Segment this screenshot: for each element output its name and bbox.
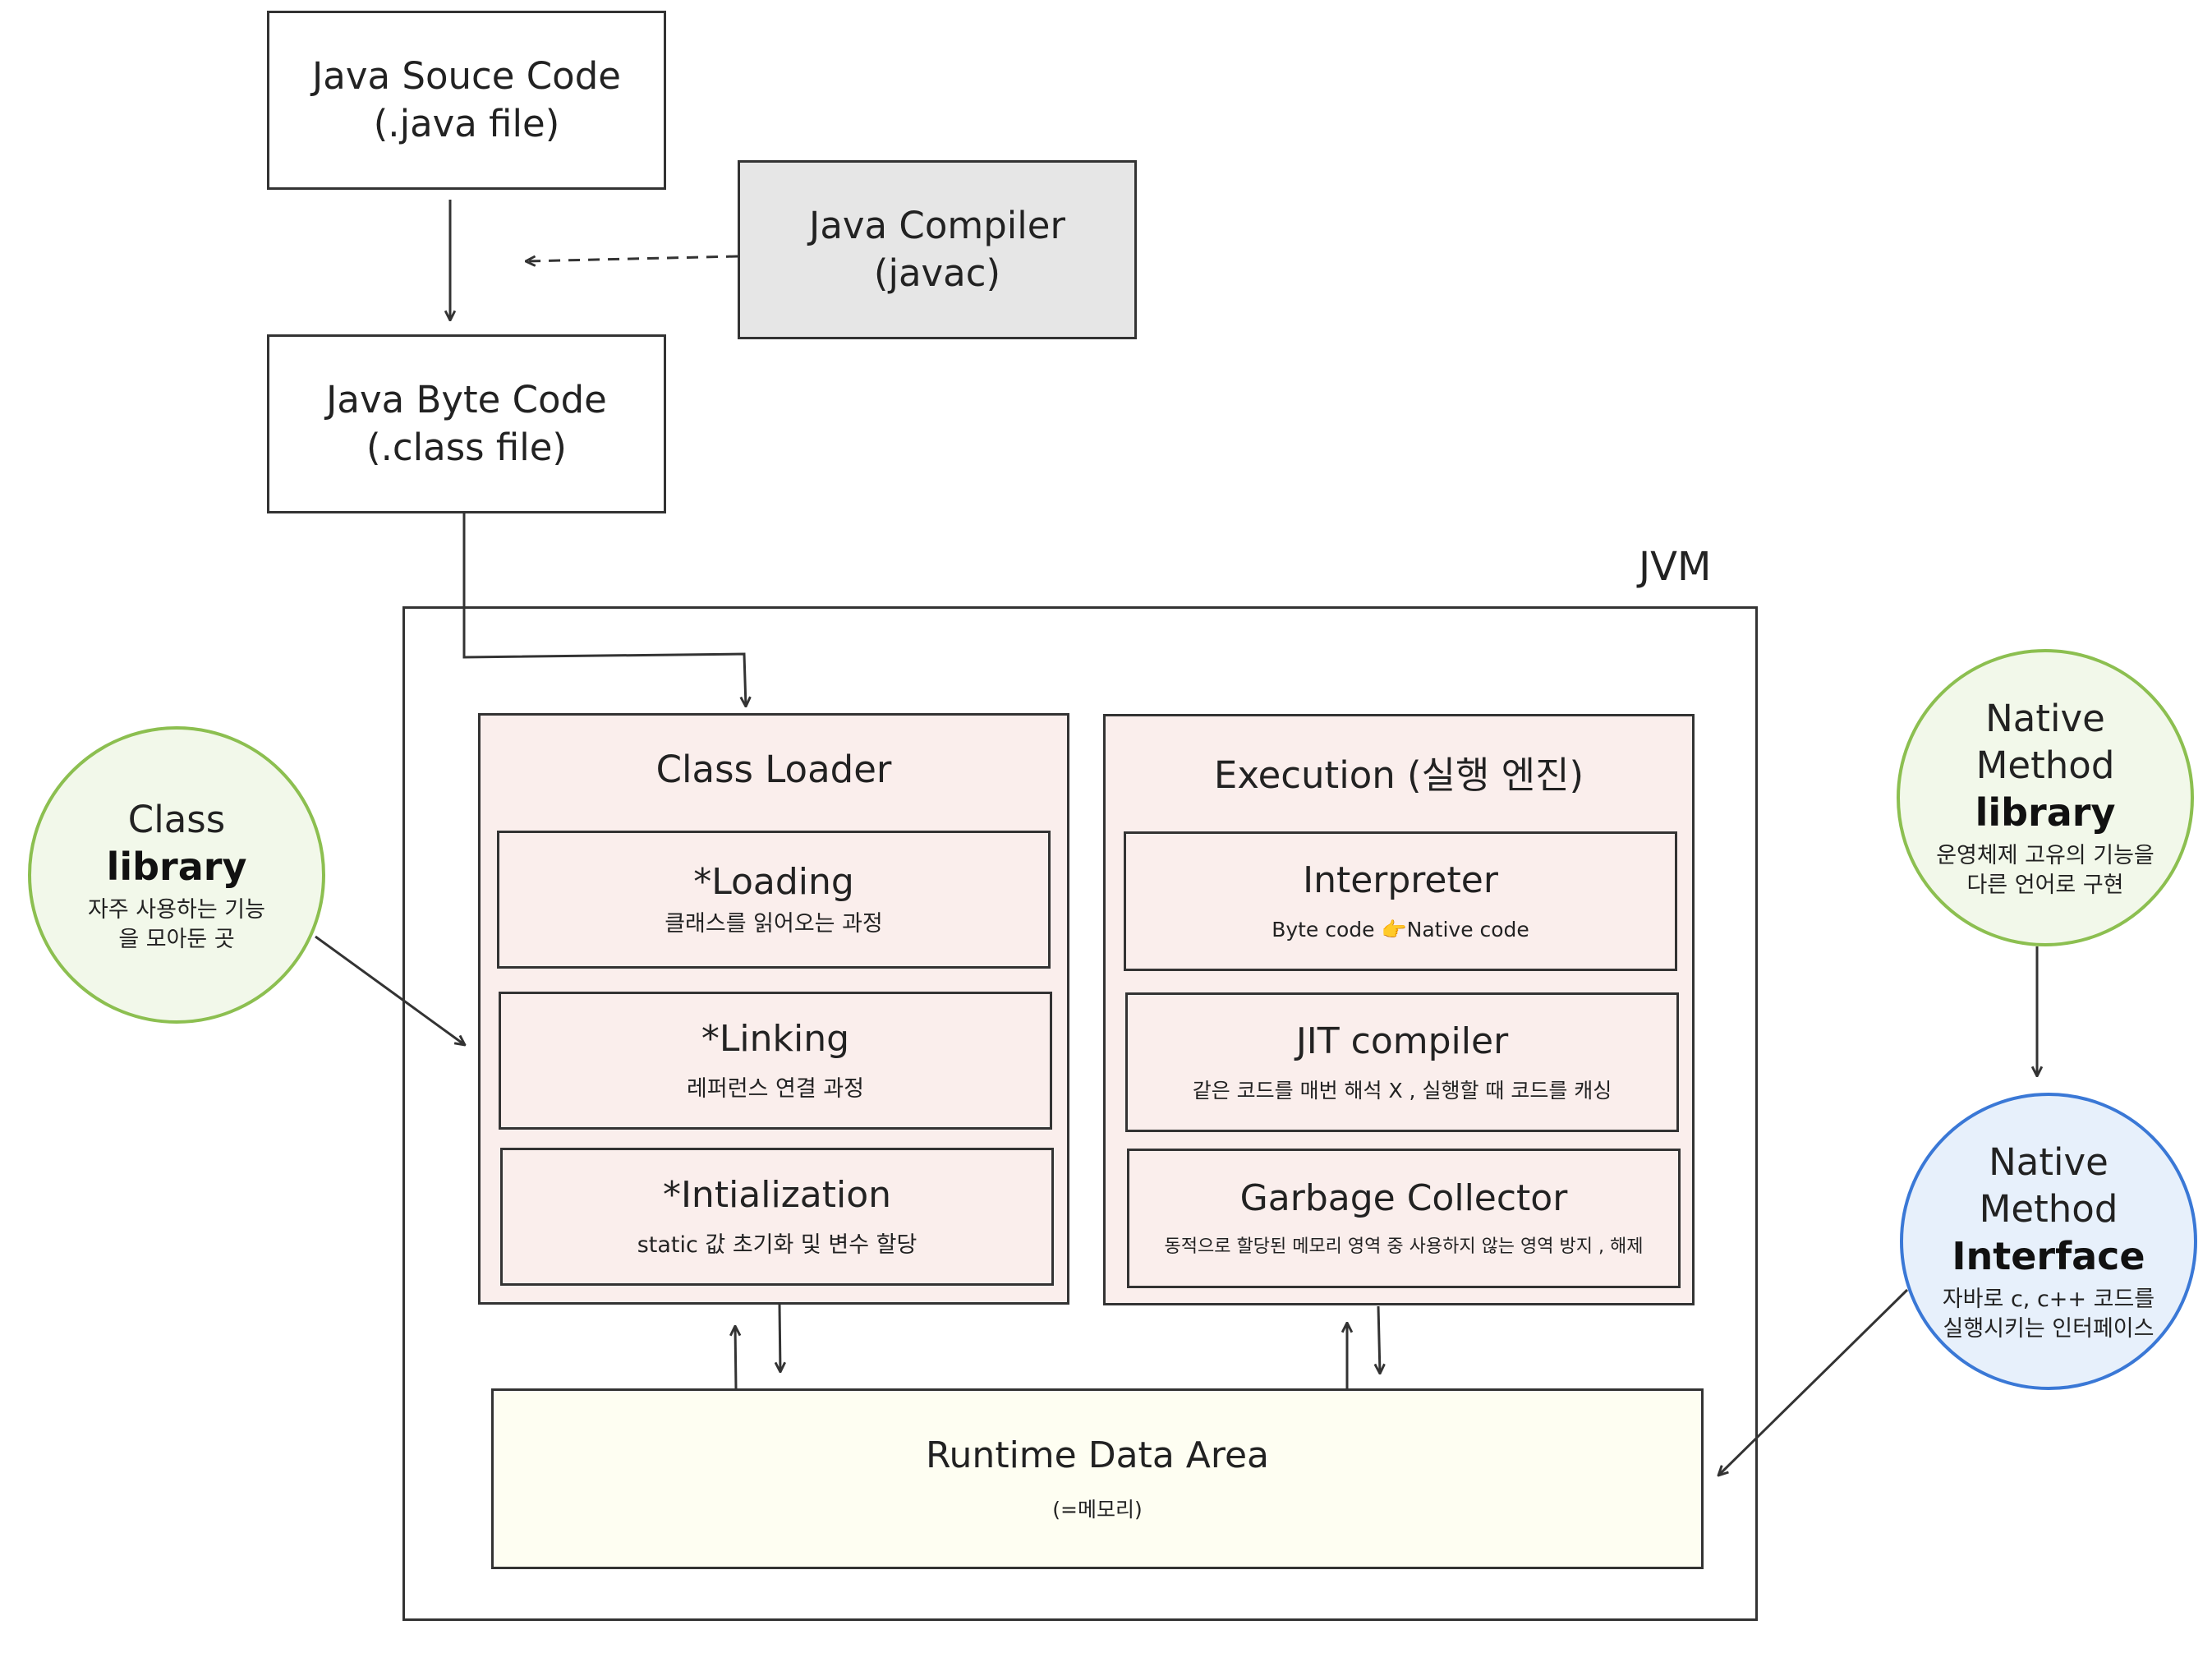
- loading-box: *Loading 클래스를 읽어오는 과정: [497, 831, 1051, 969]
- jit-compiler-title: JIT compiler: [1295, 1020, 1509, 1062]
- java-byte-code-title: Java Byte Code: [326, 378, 607, 421]
- jvm-container: [402, 606, 1758, 1621]
- garbage-collector-desc: 동적으로 할당된 메모리 영역 중 사용하지 않는 영역 방지 , 해제: [1164, 1236, 1644, 1257]
- class-library-line1: Class: [127, 797, 226, 841]
- java-source-code-subtitle: (.java file): [373, 102, 560, 145]
- java-byte-code-box: Java Byte Code (.class file): [267, 334, 666, 513]
- arrow-class-library-to-classloader: [315, 935, 465, 1045]
- interpreter-desc: Byte code 👉Native code: [1272, 918, 1529, 941]
- runtime-data-area-title: Runtime Data Area: [925, 1434, 1270, 1476]
- jit-compiler-desc: 같은 코드를 매번 해석 X , 실행할 때 코드를 캐싱: [1192, 1079, 1612, 1103]
- interpreter-box: Interpreter Byte code 👉Native code: [1124, 831, 1677, 971]
- class-library-line2: library: [106, 844, 247, 889]
- arrow-bytecode-to-classloader: [462, 513, 746, 707]
- native-method-interface-circle: Native Method Interface 자바로 c, c++ 코드를 실…: [1900, 1093, 2197, 1390]
- arrow-execution-to-runtime: [1378, 1305, 1380, 1374]
- linking-box: *Linking 레퍼런스 연결 과정: [499, 992, 1052, 1130]
- java-source-code-box: Java Souce Code (.java file): [267, 11, 666, 190]
- initialization-desc: static 값 초기화 및 변수 할당: [637, 1232, 917, 1258]
- garbage-collector-box: Garbage Collector 동적으로 할당된 메모리 영역 중 사용하지…: [1127, 1149, 1681, 1288]
- arrow-native-interface-to-runtime: [1718, 1288, 1909, 1476]
- execution-engine-title: Execution (실행 엔진): [1213, 753, 1584, 797]
- class-library-circle: Class library 자주 사용하는 기능을 모아둔 곳: [28, 726, 325, 1024]
- native-interface-line3: Interface: [1952, 1234, 2145, 1278]
- jvm-label: JVM: [1639, 544, 1712, 590]
- native-method-library-circle: Native Method library 운영체제 고유의 기능을 다른 언어…: [1897, 649, 2194, 946]
- native-interface-line2: Method: [1979, 1187, 2118, 1231]
- arrow-compiler-to-flow: [526, 255, 738, 261]
- initialization-title: *Intialization: [662, 1174, 892, 1216]
- arrow-runtime-to-classloader: [735, 1326, 736, 1389]
- native-library-desc: 운영체제 고유의 기능을 다른 언어로 구현: [1936, 843, 2155, 898]
- runtime-data-area-box: Runtime Data Area (=메모리): [491, 1388, 1704, 1569]
- java-compiler-subtitle: (javac): [873, 251, 1001, 295]
- native-interface-line1: Native: [1989, 1140, 2109, 1184]
- java-compiler-title: Java Compiler: [809, 204, 1065, 247]
- class-loader-panel: Class Loader *Loading 클래스를 읽어오는 과정 *Link…: [478, 713, 1069, 1305]
- execution-engine-panel: Execution (실행 엔진) Interpreter Byte code …: [1103, 714, 1695, 1305]
- native-library-line2: Method: [1975, 744, 2115, 787]
- java-byte-code-subtitle: (.class file): [366, 426, 567, 469]
- arrow-classloader-to-runtime: [779, 1304, 780, 1372]
- jit-compiler-box: JIT compiler 같은 코드를 매번 해석 X , 실행할 때 코드를 …: [1125, 992, 1679, 1132]
- initialization-box: *Intialization static 값 초기화 및 변수 할당: [500, 1148, 1054, 1286]
- runtime-data-area-subtitle: (=메모리): [1052, 1498, 1143, 1522]
- class-library-desc: 자주 사용하는 기능을 모아둔 곳: [88, 896, 265, 952]
- native-library-line1: Native: [1985, 697, 2105, 740]
- interpreter-title: Interpreter: [1303, 859, 1498, 901]
- garbage-collector-title: Garbage Collector: [1239, 1177, 1568, 1219]
- native-interface-desc: 자바로 c, c++ 코드를 실행시키는 인터페이스: [1942, 1287, 2155, 1342]
- java-compiler-box: Java Compiler (javac): [738, 160, 1137, 339]
- loading-title: *Loading: [693, 861, 854, 903]
- java-source-code-title: Java Souce Code: [312, 54, 621, 98]
- class-loader-title: Class Loader: [655, 748, 892, 791]
- linking-desc: 레퍼런스 연결 과정: [687, 1076, 864, 1102]
- native-library-line3: library: [1975, 790, 2116, 835]
- linking-title: *Linking: [701, 1018, 850, 1060]
- loading-desc: 클래스를 읽어오는 과정: [665, 911, 883, 937]
